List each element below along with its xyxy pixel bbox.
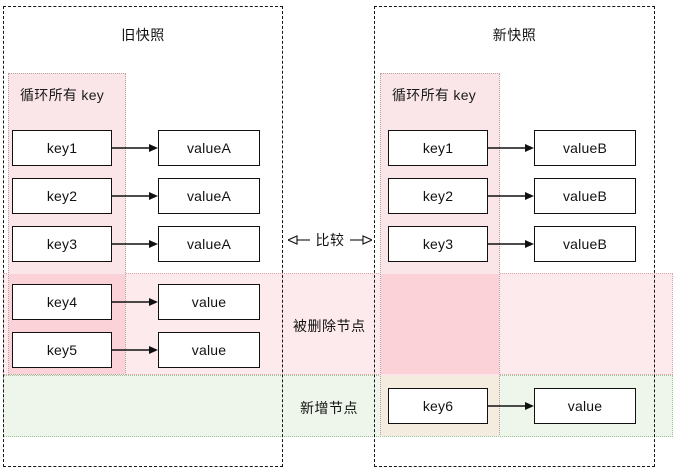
arrow-icon [488,401,534,411]
node-value: valueB [534,178,636,214]
node-key: key3 [388,226,488,262]
node-key: key2 [12,178,112,214]
compare-annotation: 比较 [288,229,372,251]
loop-all-keys-label-new: 循环所有 key [392,87,477,103]
double-arrow-icon [288,235,372,245]
node-key: key1 [12,130,112,166]
arrow-icon [112,297,158,307]
arrow-icon [112,345,158,355]
node-key: key1 [388,130,488,166]
node-value: valueB [534,130,636,166]
old-snapshot-panel: 旧快照 [3,6,283,467]
node-value: value [158,332,260,368]
node-value: valueA [158,130,260,166]
node-value: valueA [158,178,260,214]
arrow-icon [488,143,534,153]
new-snapshot-title: 新快照 [492,27,537,43]
node-key: key3 [12,226,112,262]
added-nodes-label: 新增节点 [300,400,358,416]
compare-label: 比较 [312,230,348,250]
node-value: value [158,284,260,320]
arrow-icon [488,191,534,201]
loop-all-keys-label-old: 循环所有 key [20,87,105,103]
node-key: key6 [388,388,488,424]
arrow-icon [112,143,158,153]
old-snapshot-title: 旧快照 [121,27,165,43]
node-value: valueA [158,226,260,262]
node-value: valueB [534,226,636,262]
arrow-icon [112,191,158,201]
new-snapshot-panel: 新快照 [374,6,655,467]
arrow-icon [112,239,158,249]
overlap-deleted-loop-new [381,274,499,374]
node-key: key5 [12,332,112,368]
deleted-nodes-label: 被删除节点 [293,318,366,334]
arrow-icon [488,239,534,249]
node-value: value [534,388,636,424]
node-key: key2 [388,178,488,214]
node-key: key4 [12,284,112,320]
